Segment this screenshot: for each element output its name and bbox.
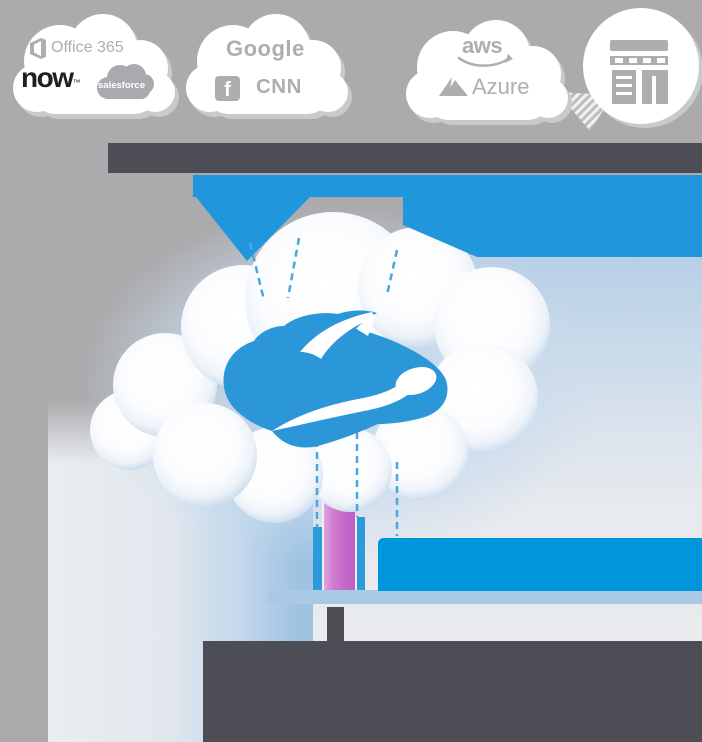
redacted-blue-bar-bottom <box>378 538 702 591</box>
zscaler-swoosh-lower <box>272 380 413 431</box>
aws-smile-icon <box>457 54 513 67</box>
facebook-icon <box>215 76 240 101</box>
servicenow-tm: ™ <box>72 78 81 87</box>
redacted-dark-block-bottom <box>203 641 702 742</box>
connector-seam-left <box>322 500 324 590</box>
dashed-connector-lines <box>248 237 399 536</box>
office365-label: Office 365 <box>51 39 124 56</box>
branch-office-icon <box>610 40 668 104</box>
azure-label: Azure <box>472 74 530 99</box>
salesforce-label: salesforce <box>98 80 146 91</box>
connector-strip-left <box>313 527 322 590</box>
google-label: Google <box>226 36 305 61</box>
servicenow-wordmark: now <box>21 62 74 93</box>
azure-icon <box>439 77 468 96</box>
connector-strip-right <box>357 517 365 590</box>
facebook-f-label: f <box>224 79 231 101</box>
aws-label: aws <box>462 33 503 58</box>
connector-seam-right <box>355 517 357 590</box>
servicenow-label: now™ <box>21 62 81 94</box>
zscaler-logo <box>223 310 448 448</box>
light-blue-band <box>268 590 702 604</box>
zscaler-beak-notch <box>358 313 377 336</box>
cnn-label: CNN <box>256 75 302 98</box>
redacted-blue-headline-arrow <box>193 175 702 261</box>
salesforce-icon <box>97 64 154 99</box>
redacted-dark-bar-top <box>108 143 702 173</box>
zscaler-swoosh-upper <box>300 312 375 359</box>
redacted-dark-fragment <box>327 607 344 642</box>
office365-icon <box>30 38 46 59</box>
zscaler-cloud-shape <box>223 310 448 448</box>
